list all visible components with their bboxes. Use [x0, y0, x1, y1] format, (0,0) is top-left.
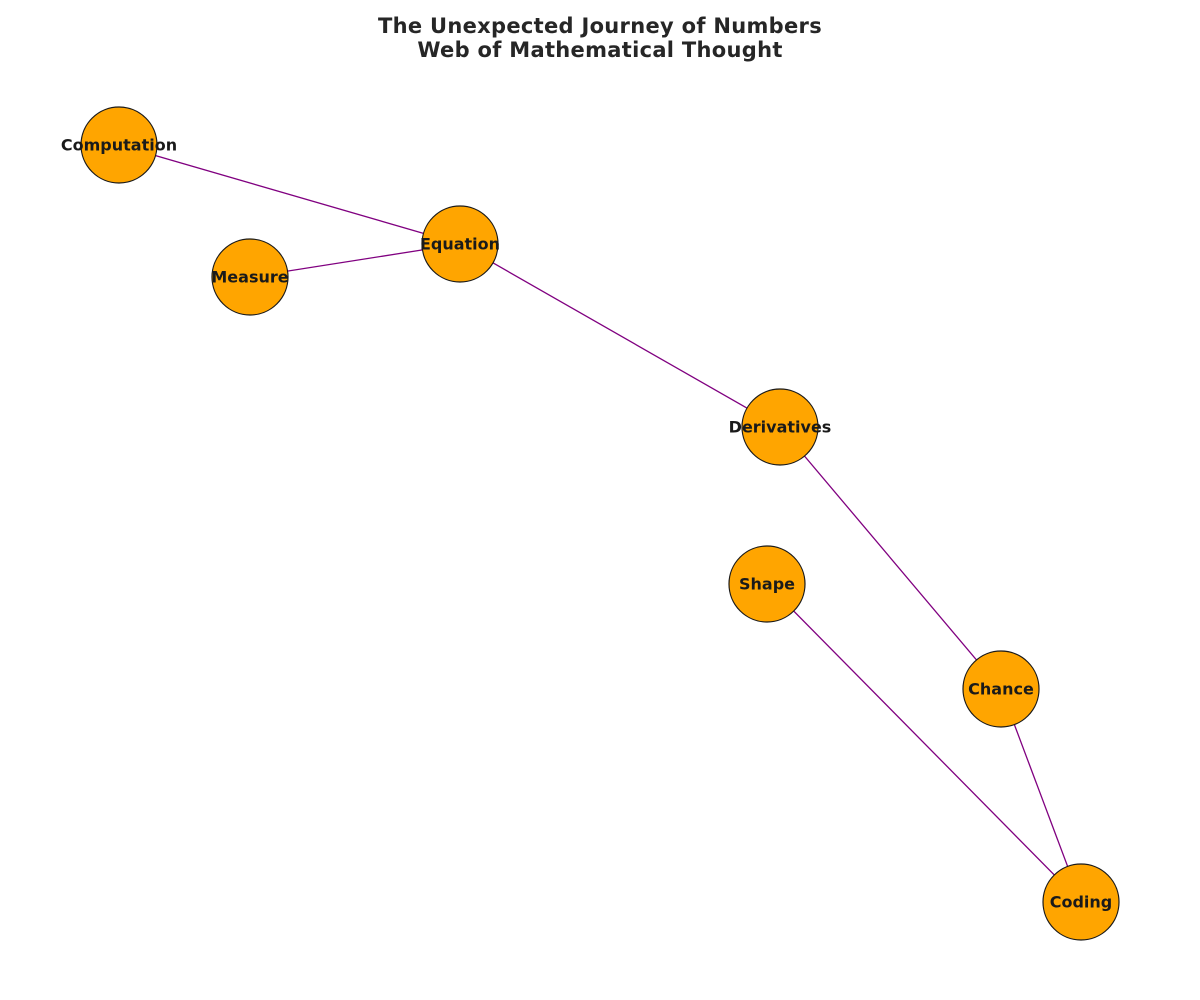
node-label-chance: Chance: [968, 680, 1034, 699]
node-shape: Shape: [728, 545, 806, 623]
node-label-shape: Shape: [739, 575, 795, 594]
edge-equation-derivatives: [459, 243, 781, 428]
node-label-computation: Computation: [61, 136, 177, 155]
node-chance: Chance: [962, 650, 1040, 728]
node-circle-computation: [80, 106, 158, 184]
node-circle-derivatives: [741, 388, 819, 466]
edge-derivatives-chance: [779, 426, 1002, 690]
node-circle-measure: [211, 238, 289, 316]
node-measure: Measure: [211, 238, 289, 316]
node-label-measure: Measure: [211, 268, 288, 287]
title-line-1: The Unexpected Journey of Numbers: [377, 14, 823, 38]
title-line-2: Web of Mathematical Thought: [417, 38, 783, 62]
node-circle-equation: [421, 205, 499, 283]
node-label-coding: Coding: [1050, 893, 1113, 912]
node-equation: Equation: [420, 205, 500, 283]
edge-computation-equation: [118, 144, 461, 245]
diagram-title: The Unexpected Journey of Numbers Web of…: [0, 14, 1200, 62]
nodes-layer: ComputationEquationMeasureDerivativesSha…: [61, 106, 1120, 941]
node-circle-coding: [1042, 863, 1120, 941]
edge-shape-coding: [766, 583, 1082, 903]
node-label-equation: Equation: [420, 235, 500, 254]
node-derivatives: Derivatives: [729, 388, 832, 466]
node-coding: Coding: [1042, 863, 1120, 941]
node-circle-shape: [728, 545, 806, 623]
node-label-derivatives: Derivatives: [729, 418, 832, 437]
node-computation: Computation: [61, 106, 177, 184]
node-circle-chance: [962, 650, 1040, 728]
